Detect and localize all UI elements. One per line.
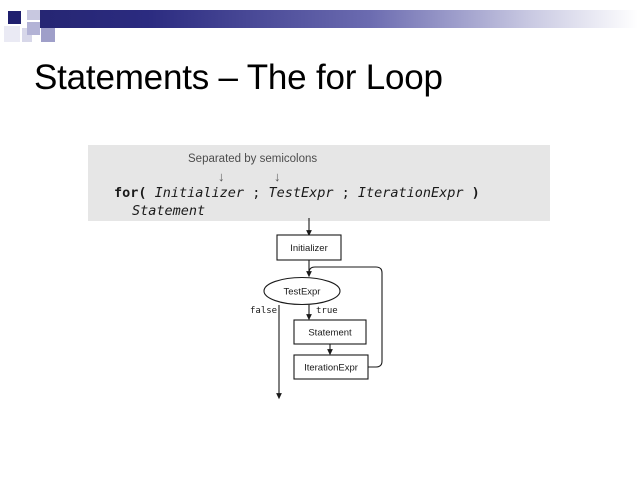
- down-arrow-icon-first-semicolon: ↓: [218, 169, 225, 184]
- edge-label-true: true: [316, 306, 338, 316]
- node-initializer-label: Initializer: [290, 243, 328, 254]
- code-body-statement: Statement: [132, 203, 206, 219]
- title-accent-band: [40, 10, 638, 28]
- code-separator-1: ;: [244, 185, 269, 201]
- decor-mid-square-a: [27, 10, 40, 20]
- code-close-paren: ): [463, 185, 480, 201]
- syntax-box: Separated by semicolons ↓ ↓ for( Initial…: [88, 145, 550, 221]
- decor-dark-square: [8, 11, 21, 24]
- code-param-test-expr: TestExpr: [268, 185, 334, 201]
- syntax-note-label: Separated by semicolons: [188, 153, 318, 165]
- node-testexpr-oval: [263, 276, 341, 306]
- syntax-code-line-for: for( Initializer ; TestExpr ; IterationE…: [114, 185, 480, 201]
- node-statement-label: Statement: [308, 328, 352, 339]
- node-testexpr-label-text: TestExpr: [284, 287, 321, 298]
- node-iterationexpr-label: IterationExpr: [304, 363, 358, 374]
- decor-mid-square-b: [27, 22, 40, 35]
- syntax-code-line-statement: Statement: [132, 203, 205, 219]
- edge-loop-back-to-testexpr: [308, 266, 383, 368]
- for-loop-flowchart: Initializer TestExpr false true Statemen…: [238, 214, 403, 409]
- down-arrow-icon-second-semicolon: ↓: [274, 169, 281, 184]
- code-keyword-for: for(: [114, 185, 147, 201]
- code-param-initializer: Initializer: [154, 185, 245, 201]
- edge-label-false: false: [250, 306, 277, 316]
- decor-light-square-a: [4, 26, 20, 42]
- node-iterationexpr-box: [293, 354, 369, 380]
- page-title: Statements – The for Loop: [34, 58, 443, 97]
- decor-mid-square-c: [22, 28, 32, 42]
- decor-light-square-b: [41, 28, 55, 42]
- node-statement-box: [293, 319, 367, 345]
- code-param-iteration-expr: IterationExpr: [357, 185, 464, 201]
- code-separator-2: ;: [333, 185, 358, 201]
